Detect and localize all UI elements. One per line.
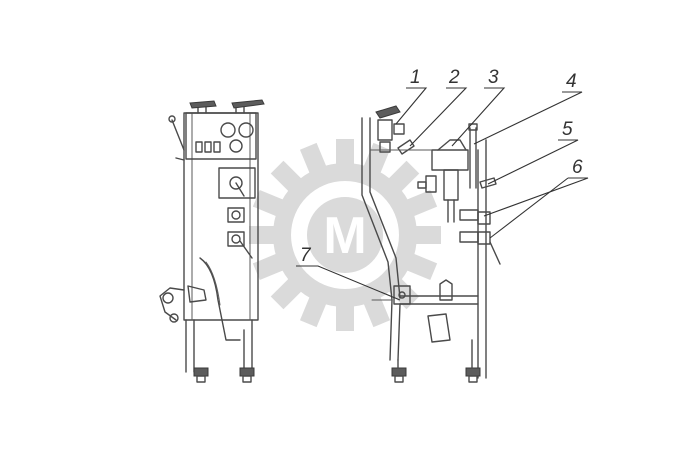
left-view-unit (159, 99, 265, 383)
callout-7: 7 (300, 245, 312, 266)
callout-2: 2 (448, 67, 460, 88)
watermark-letter: M (323, 207, 366, 265)
callout-1: 1 (410, 67, 421, 88)
callout-leaders (296, 87, 589, 301)
callout-3: 3 (488, 67, 499, 88)
watermark-gear-logo: M (249, 139, 441, 331)
callout-4: 4 (566, 71, 577, 92)
callout-5: 5 (562, 119, 573, 140)
gear-teeth: M (249, 139, 441, 331)
callout-6: 6 (572, 157, 583, 178)
right-view-unit (361, 105, 501, 383)
callout-numbers: 1 2 3 4 5 6 7 (300, 67, 583, 266)
